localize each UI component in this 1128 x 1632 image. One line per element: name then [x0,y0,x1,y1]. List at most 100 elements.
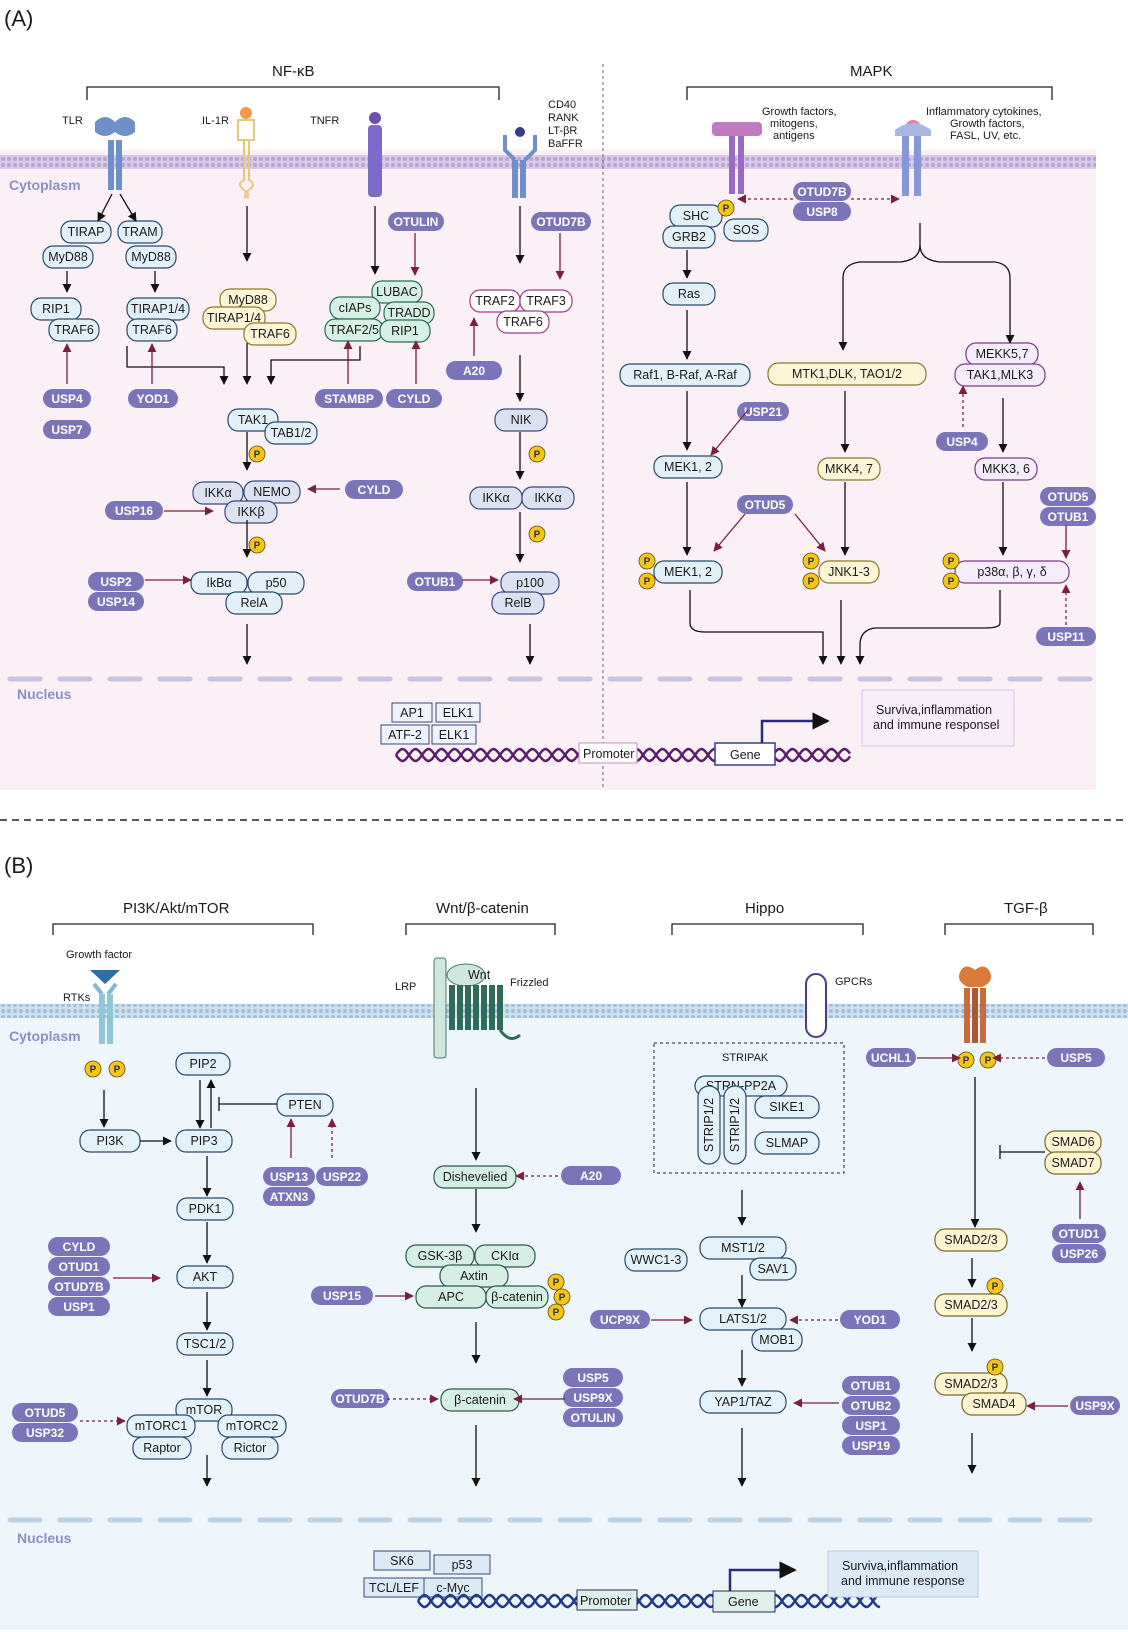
phosphate-8: P [986,1358,1004,1376]
transcription-arrow-a [760,712,830,743]
phosphate-label: P [808,557,815,568]
dub-otulin-label: OTULIN [571,1411,616,1425]
phosphate-label: P [644,557,651,568]
protein-relb: RelB [491,591,545,615]
dub-usp5: USP5 [563,1368,623,1387]
protein-rip1b: RIP1 [379,319,431,343]
phosphate-4: P [528,525,546,543]
phosphate-label: P [553,1308,560,1319]
dub-usp26: USP26 [1052,1244,1106,1263]
phosphate-10: P [942,572,960,590]
protein-tram-label: TRAM [122,225,157,239]
protein-p50-label: p50 [266,576,287,590]
rtk-b-receptor-icon [90,970,120,1044]
panel-a-dub-arrows [62,194,1071,625]
tf-atf2: ATF-2 [380,724,430,745]
panel-b-dna [416,1593,881,1609]
protein-mtor: mTOR [175,1398,233,1422]
protein-mekk: MEKK5,7 [965,342,1039,366]
protein-wwc13-label: WWC1-3 [631,1253,682,1267]
protein-p100: p100 [500,571,560,595]
protein-sike1: SIKE1 [754,1095,820,1119]
transcription-arrow-b [728,1561,797,1591]
protein-apc-label: APC [438,1290,464,1304]
protein-ikkb-label: IKKβ [237,505,264,519]
protein-mst12-label: MST1/2 [721,1241,765,1255]
protein-pten: PTEN [276,1093,334,1117]
dub-a20-label: A20 [463,364,485,378]
protein-gsk3b-label: GSK-3β [418,1249,463,1263]
protein-pdk1: PDK1 [176,1197,234,1221]
protein-yaptaz-label: YAP1/TAZ [714,1395,772,1409]
dub-usp16: USP16 [105,501,163,520]
phosphate-6: P [979,1051,997,1069]
phosphate-label: P [553,1278,560,1289]
protein-mek12a: MEK1, 2 [653,455,723,479]
protein-mtk-label: MTK1,DLK, TAO1/2 [792,367,902,381]
protein-rip1-label: RIP1 [42,302,70,316]
dub-cyld2: CYLD [345,480,403,499]
protein-traf3-label: TRAF3 [526,294,566,308]
dub-usp4-label: USP4 [51,392,83,406]
dub-otud5b: OTUD5 [1040,487,1096,506]
phosphate-3: P [553,1288,571,1306]
tf-p53: p53 [433,1554,491,1575]
phosphate-label: P [985,1056,992,1067]
protein-lats12: LATS1/2 [699,1307,787,1331]
protein-jnk-label: JNK1-3 [828,565,870,579]
protein-bcat2: β-catenin [440,1388,520,1412]
dub-cyld: CYLD [48,1237,110,1256]
panel-a-cytoplasm-label: Cytoplasm [9,177,81,193]
protein-traf25-label: TRAF2/5 [329,323,379,337]
panel-b-dub-arrows [80,1053,1085,1426]
protein-traf25: TRAF2/5 [324,318,384,342]
protein-ikka-label: IKKα [204,486,231,500]
protein-lats12-label: LATS1/2 [719,1312,767,1326]
wnt-label: Wnt [468,968,491,982]
dub-usp15: USP15 [311,1286,373,1305]
phosphate-label: P [114,1065,121,1076]
dub-usp26-label: USP26 [1060,1247,1098,1261]
protein-traf6c-label: TRAF6 [250,327,290,341]
tf-cmyc-label: c-Myc [436,1581,469,1595]
dub-usp1b: USP1 [842,1416,900,1435]
panel-b-membrane [0,1004,1128,1018]
il1r-receptor-icon [237,107,255,199]
protein-mtorc1-label: mTORC1 [135,1419,188,1433]
panel-a-nucleus-label: Nucleus [17,686,72,702]
dub-usp13: USP13 [263,1167,315,1186]
tf-p53-label: p53 [452,1558,473,1572]
protein-ikba-label: IkBα [206,576,231,590]
dub-otulin: OTULIN [563,1408,623,1427]
dub-usp7-label: USP7 [51,423,83,437]
mitogens-label: mitogens, [770,118,818,130]
protein-smad23b: SMAD2/3 [934,1293,1008,1317]
dub-usp15-label: USP15 [323,1289,361,1303]
dub-a20: A20 [561,1166,621,1185]
dub-stambp-label: STAMBP [324,392,374,406]
stripak-complex [653,1042,845,1174]
protein-traf6d-label: TRAF6 [503,315,543,329]
dub-usp13-label: USP13 [270,1170,308,1184]
protein-myd88c: MyD88 [219,288,277,312]
phosphate-label: P [948,577,955,588]
phosphate-7: P [986,1277,1004,1295]
dub-yod1-label: YOD1 [854,1313,887,1327]
tf-cmyc: c-Myc [423,1577,483,1598]
phosphate-label: P [559,1293,566,1304]
tf-ap1: AP1 [391,702,433,723]
protein-traf2-label: TRAF2 [475,294,515,308]
protein-mst12: MST1/2 [699,1236,787,1260]
pi3k-bracket [52,923,314,935]
dub-usp4b: USP4 [936,432,988,451]
hippo-bracket [671,923,864,935]
phosphate-label: P [254,450,261,461]
protein-smad23c-label: SMAD2/3 [944,1377,998,1391]
protein-smad23b-label: SMAD2/3 [944,1298,998,1312]
phosphate-5: P [638,552,656,570]
phosphate-6: P [638,572,656,590]
tf-elk1a: ELK1 [435,702,481,723]
